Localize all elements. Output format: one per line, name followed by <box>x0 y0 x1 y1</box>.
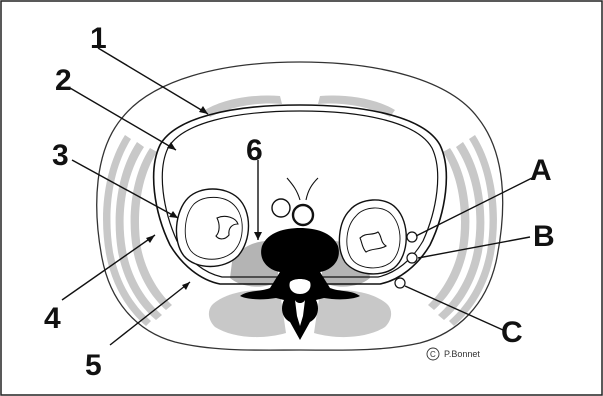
structure-a-node <box>407 232 417 242</box>
label-1: 1 <box>90 22 107 55</box>
aorta <box>293 205 313 225</box>
label-a: A <box>530 154 552 187</box>
credit-author: P.Bonnet <box>444 349 480 359</box>
label-4: 4 <box>44 302 61 335</box>
inferior-vena-cava <box>272 199 290 217</box>
structure-c-node <box>395 278 405 288</box>
right-kidney <box>339 200 406 274</box>
label-c: C <box>501 316 523 349</box>
copyright-symbol: C <box>430 350 436 359</box>
left-kidney <box>176 189 248 267</box>
label-5: 5 <box>85 349 102 382</box>
label-3: 3 <box>52 139 69 172</box>
label-2: 2 <box>55 64 72 97</box>
label-b: B <box>533 220 555 253</box>
label-6: 6 <box>246 134 263 167</box>
structure-b-node <box>407 253 417 263</box>
